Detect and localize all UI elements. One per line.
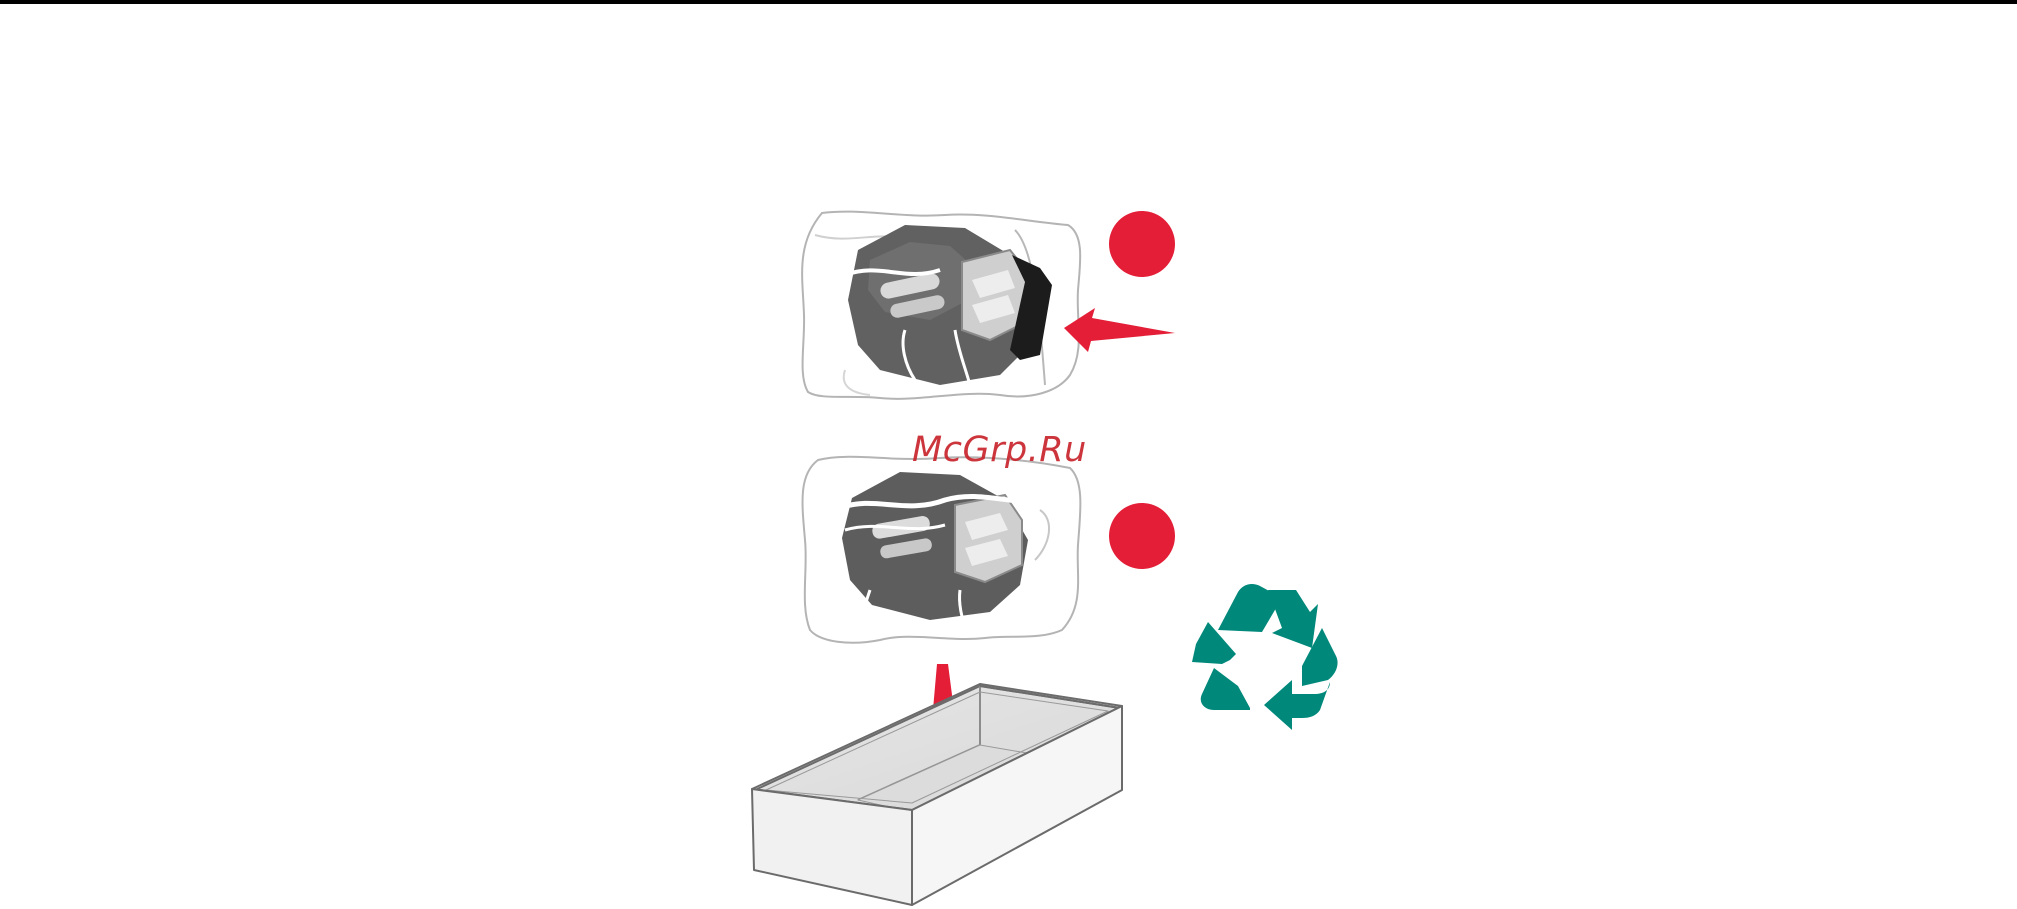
shipping-box bbox=[752, 684, 1122, 905]
step-marker-2 bbox=[1109, 503, 1175, 569]
recycle-icon bbox=[1192, 584, 1338, 730]
step-marker-1 bbox=[1109, 211, 1175, 277]
bagged-part-top bbox=[802, 212, 1080, 399]
bagged-part-bottom bbox=[803, 457, 1081, 643]
watermark-text: McGrp.Ru bbox=[912, 430, 1087, 470]
insert-arrow bbox=[1064, 308, 1175, 352]
